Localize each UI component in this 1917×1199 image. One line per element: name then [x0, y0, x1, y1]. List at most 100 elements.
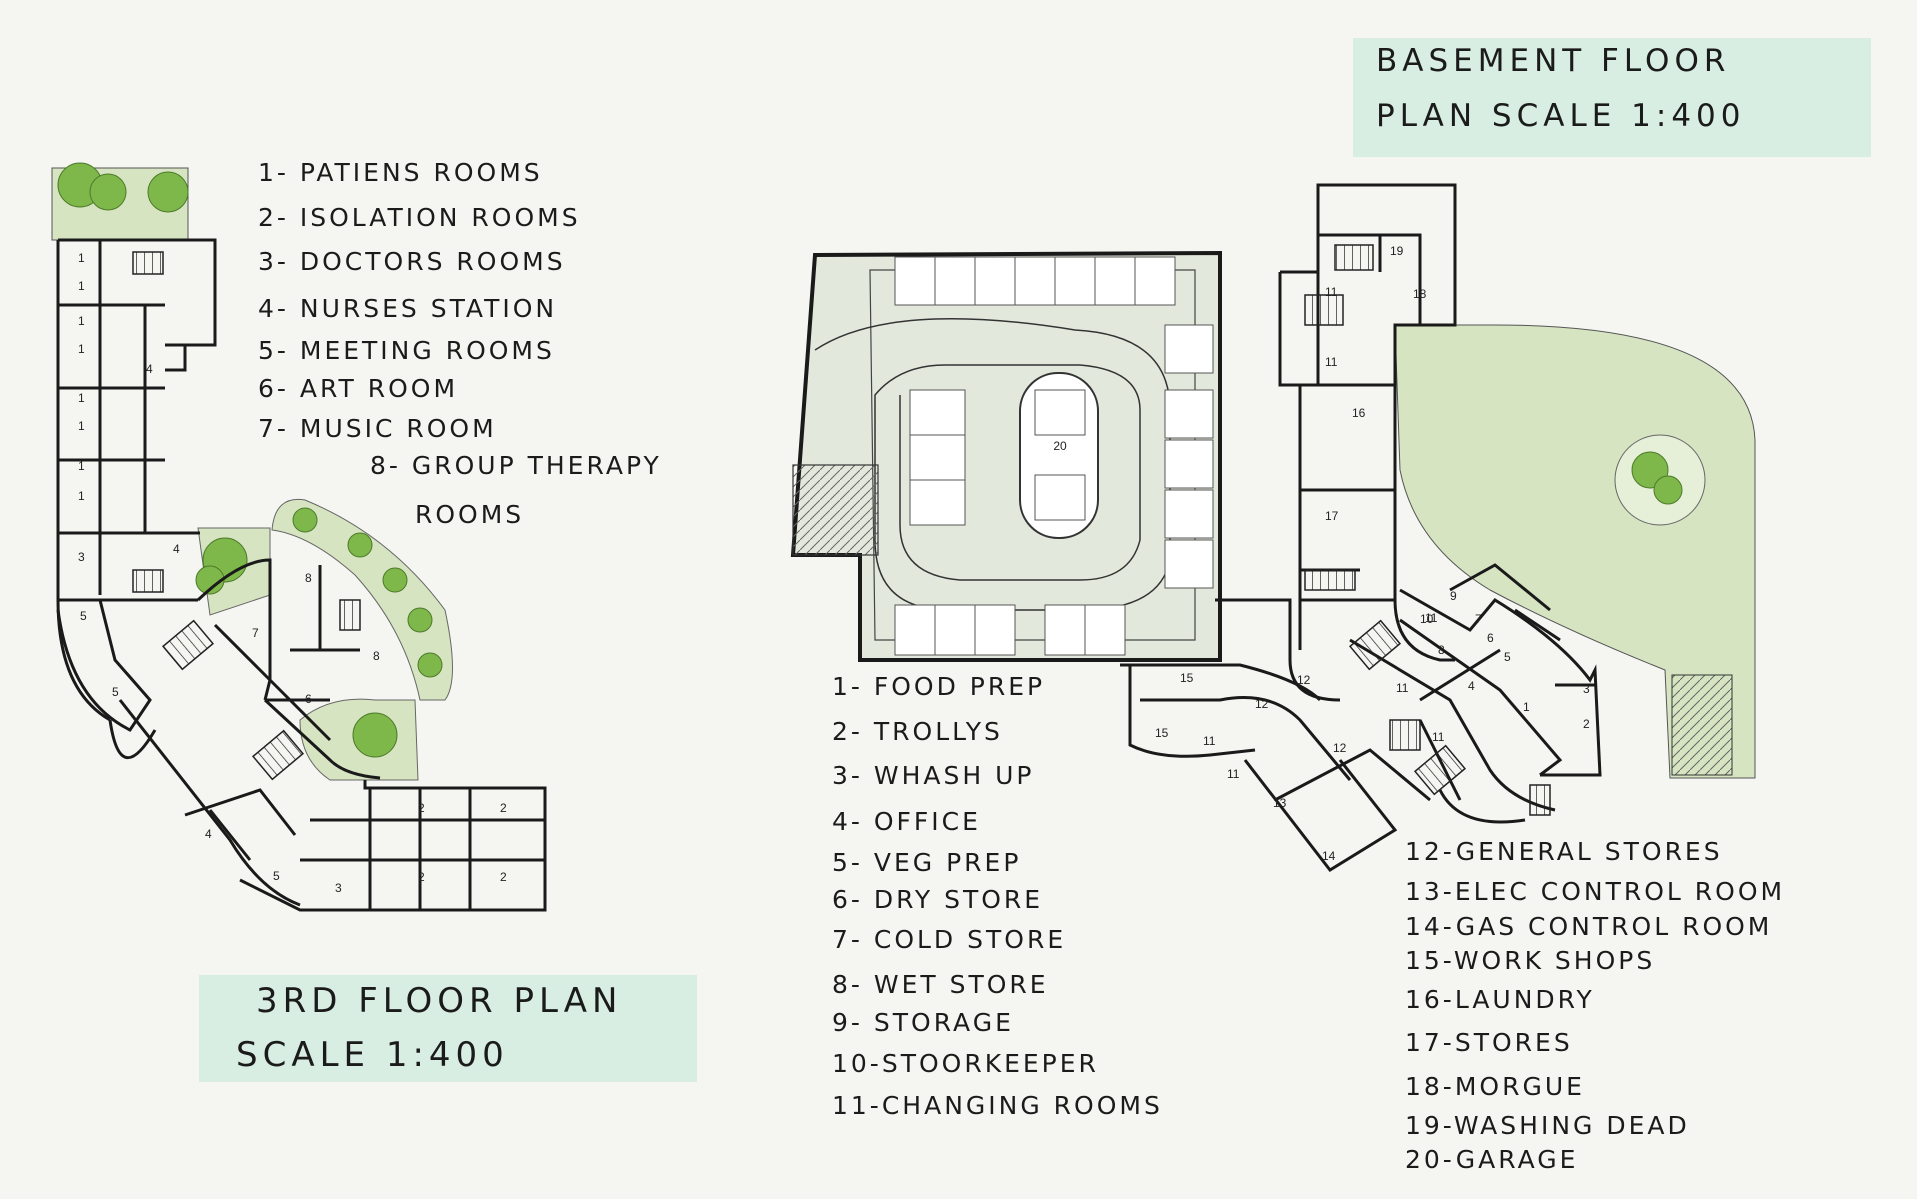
room-label: 15: [1180, 671, 1194, 685]
room-label: 12: [1297, 673, 1311, 687]
room-label: 7: [252, 626, 259, 640]
legend-item: 9- STORAGE: [832, 1008, 1014, 1037]
room-label: 2: [500, 870, 507, 884]
room-label: 2: [418, 801, 425, 815]
legend-item: 5- VEG PREP: [832, 848, 1022, 877]
legend-item: 19-WASHING DEAD: [1405, 1111, 1690, 1140]
room-label: 8: [1438, 643, 1445, 657]
room-label: 11: [1203, 734, 1216, 748]
legend-item: 6- DRY STORE: [832, 885, 1044, 914]
legend-item: 11-CHANGING ROOMS: [832, 1091, 1163, 1120]
room-label: 12: [1333, 741, 1347, 755]
legend-item: 20-GARAGE: [1405, 1145, 1579, 1174]
room-label: 18: [1413, 287, 1427, 301]
legend-item: 6- ART ROOM: [258, 374, 459, 403]
basement-stairs: [1304, 244, 1551, 816]
plan-scale: PLAN SCALE 1:400: [1376, 98, 1746, 134]
legend-item: 8- GROUP THERAPY: [370, 451, 662, 480]
legend-item: ROOMS: [415, 500, 525, 529]
legend-item: 2- TROLLYS: [832, 717, 1003, 746]
room-label: 4: [173, 542, 180, 556]
room-label: 3: [1583, 682, 1590, 696]
plan-scale: SCALE 1:400: [236, 1035, 509, 1075]
legend-item: 2- ISOLATION ROOMS: [258, 203, 581, 232]
room-label: 1: [78, 489, 85, 503]
room-label: 10: [1420, 612, 1434, 626]
room-label: 1: [78, 419, 85, 433]
legend-item: 8- WET STORE: [832, 970, 1049, 999]
room-label: 6: [305, 692, 312, 706]
room-label: 1: [78, 391, 85, 405]
legend-item: 14-GAS CONTROL ROOM: [1405, 912, 1773, 941]
room-label: 11: [1227, 767, 1240, 781]
room-label: 15: [1155, 726, 1169, 740]
room-label: 8: [373, 649, 380, 663]
room-label: 16: [1352, 406, 1366, 420]
third-floor-plan: 1 1 1 1 1 1 1 1 4 3 4 5 5 7 8 8 6 4 5 3 …: [51, 162, 547, 912]
room-label: 11: [1425, 611, 1438, 625]
room-label: 2: [1583, 717, 1590, 731]
legend-item: 4- NURSES STATION: [258, 294, 558, 323]
room-label: 4: [205, 827, 212, 841]
room-label: 3: [78, 550, 85, 564]
legend-item: 1- FOOD PREP: [832, 672, 1046, 701]
legend-item: 3- WHASH UP: [832, 761, 1035, 790]
room-label: 9: [1450, 589, 1457, 603]
basement-legend-right: 12-GENERAL STORES 13-ELEC CONTROL ROOM 1…: [1405, 839, 1895, 1179]
legend-item: 7- COLD STORE: [832, 925, 1067, 954]
room-label: 5: [1504, 650, 1511, 664]
legend-item: 10-STOORKEEPER: [832, 1049, 1099, 1078]
garage: 20: [790, 250, 1222, 662]
room-label: 13: [1273, 796, 1287, 810]
room-label: 5: [112, 685, 119, 699]
room-label: 3: [335, 881, 342, 895]
legend-item: 7- MUSIC ROOM: [258, 414, 497, 443]
third-floor-room-labels: 1 1 1 1 1 1 1 1 4 3 4 5 5 7 8 8 6 4 5 3 …: [78, 251, 507, 895]
basement-plan: 20: [790, 183, 1756, 872]
room-label: 11: [1432, 730, 1445, 744]
third-floor-walls: [56, 238, 547, 912]
legend-item: 4- OFFICE: [832, 807, 981, 836]
legend-item: 12-GENERAL STORES: [1405, 837, 1723, 866]
legend-item: 13-ELEC CONTROL ROOM: [1405, 877, 1786, 906]
room-label: 19: [1390, 244, 1404, 258]
room-label: 6: [1487, 631, 1494, 645]
room-label: 14: [1322, 849, 1336, 863]
room-label: 4: [146, 362, 153, 376]
ramp-stairs-outdoor: [1671, 674, 1733, 776]
room-label: 1: [78, 314, 85, 328]
third-floor-stairs: [132, 251, 361, 781]
room-label: 20: [1053, 439, 1067, 453]
basement-room-labels: 19 18 11 11 16 17 9 10 7 6 8 5 4 1 3 2 1…: [1155, 244, 1590, 863]
third-floor-legend: 1- PATIENS ROOMS 2- ISOLATION ROOMS 3- D…: [258, 160, 718, 530]
room-label: 1: [78, 251, 85, 265]
legend-item: 18-MORGUE: [1405, 1072, 1585, 1101]
basement-title-box: BASEMENT FLOOR PLAN SCALE 1:400: [1353, 38, 1871, 157]
tree-icons: [57, 162, 443, 758]
room-label: 11: [1396, 681, 1409, 695]
room-label: 8: [305, 571, 312, 585]
room-label: 2: [418, 870, 425, 884]
room-label: 11: [1325, 285, 1338, 299]
room-label: 5: [273, 869, 280, 883]
legend-item: 15-WORK SHOPS: [1405, 946, 1656, 975]
room-label: 17: [1325, 509, 1339, 523]
legend-item: 17-STORES: [1405, 1028, 1573, 1057]
legend-item: 16-LAUNDRY: [1405, 985, 1595, 1014]
room-label: 4: [1468, 679, 1475, 693]
legend-item: 1- PATIENS ROOMS: [258, 158, 543, 187]
legend-item: 3- DOCTORS ROOMS: [258, 247, 566, 276]
room-label: 1: [78, 279, 85, 293]
room-label: 1: [78, 459, 85, 473]
room-label: 5: [80, 609, 87, 623]
basement-legend-left: 1- FOOD PREP 2- TROLLYS 3- WHASH UP 4- O…: [832, 674, 1262, 1124]
room-label: 2: [500, 801, 507, 815]
plan-title: 3RD FLOOR PLAN: [256, 981, 623, 1021]
room-label: 12: [1255, 697, 1269, 711]
plan-title: BASEMENT FLOOR: [1376, 43, 1731, 79]
tree-icons: [1631, 451, 1683, 505]
third-floor-title-box: 3RD FLOOR PLAN SCALE 1:400: [199, 975, 697, 1082]
room-label: 1: [78, 342, 85, 356]
room-label: 7: [1475, 612, 1482, 626]
